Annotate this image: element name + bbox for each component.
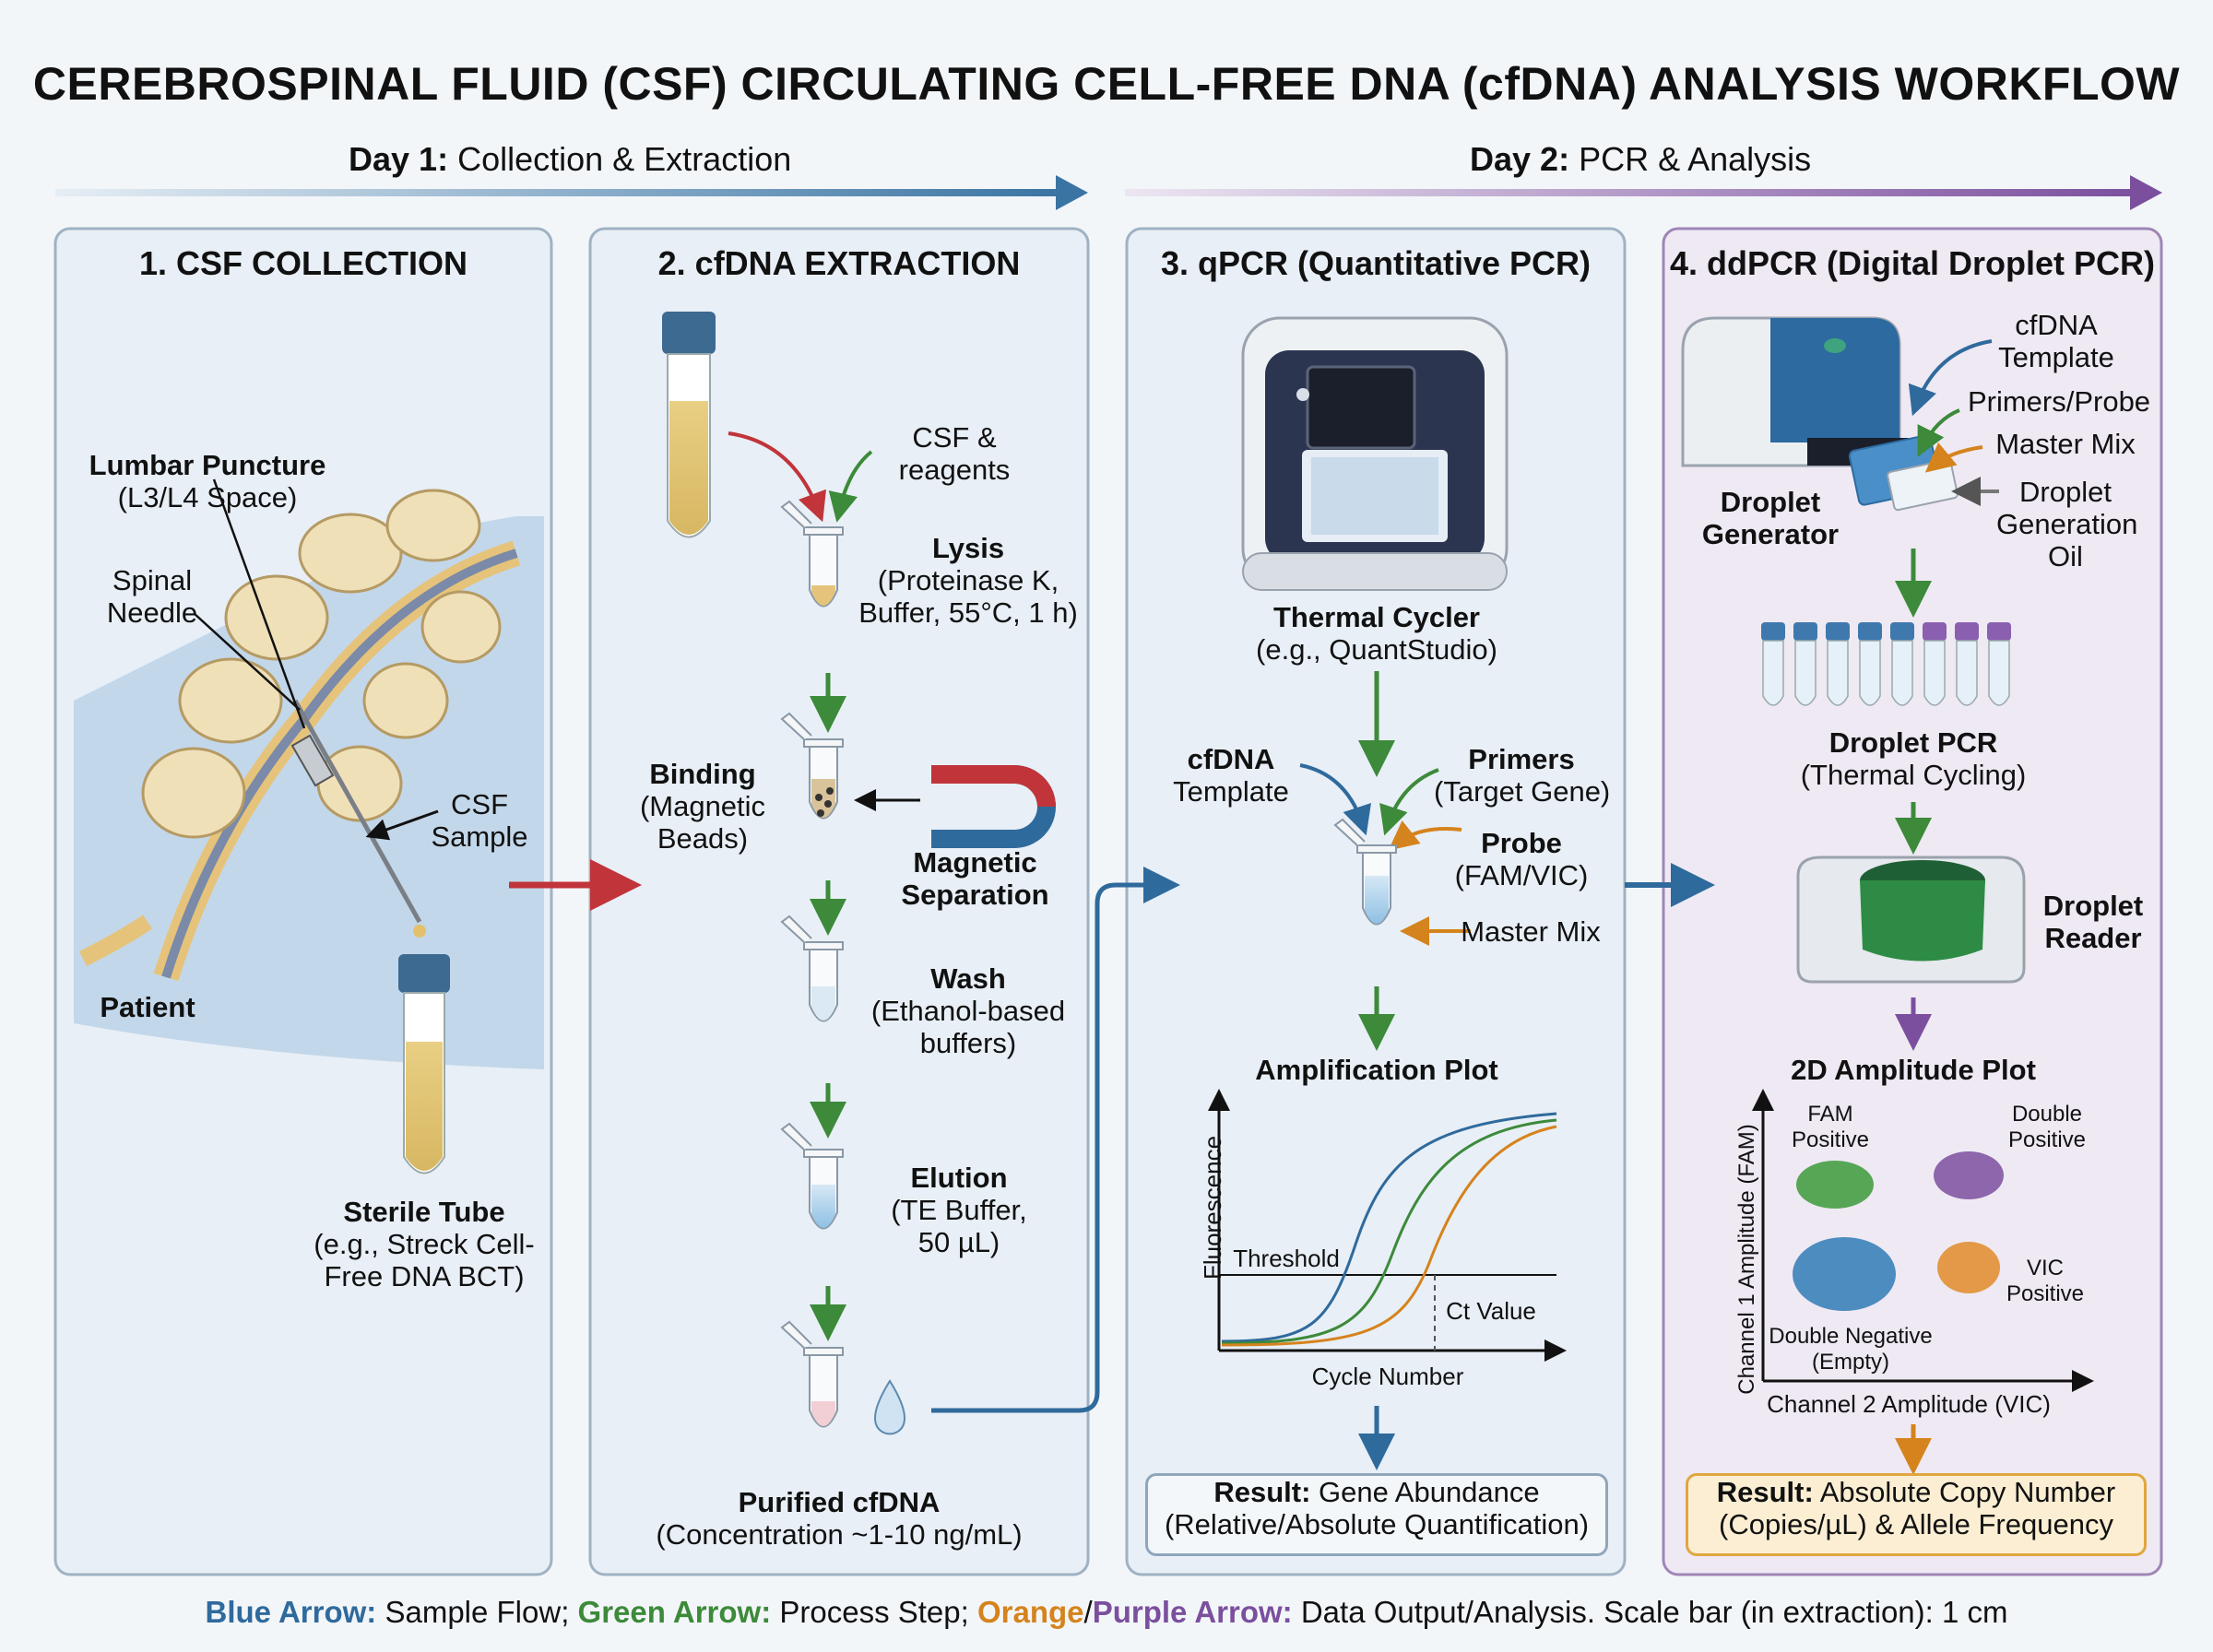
legend-footer: Blue Arrow: Sample Flow; Green Arrow: Pr… bbox=[205, 1595, 2008, 1629]
reagents-label: CSF &reagents bbox=[898, 421, 1011, 486]
spine-illustration bbox=[74, 489, 544, 1069]
amplitude-plot bbox=[1752, 1089, 2094, 1392]
channel1-axis-label: Channel 1 Amplitude (FAM) bbox=[1734, 1124, 1759, 1395]
day2-header: Day 2: PCR & Analysis bbox=[1470, 140, 1812, 178]
purified-cfdna-label: Purified cfDNA(Concentration ~1-10 ng/mL… bbox=[656, 1486, 1023, 1551]
panel-3-title: 3. qPCR (Quantitative PCR) bbox=[1160, 244, 1592, 282]
droplet-reader-icon bbox=[1796, 856, 2026, 984]
qpcr-result-box: Result: Gene Abundance(Relative/Absolute… bbox=[1145, 1473, 1608, 1556]
amplification-plot bbox=[1208, 1089, 1567, 1362]
panel-1-title: 1. CSF COLLECTION bbox=[138, 244, 467, 282]
ddpcr-result-box: Result: Absolute Copy Number(Copies/µL) … bbox=[1686, 1473, 2147, 1556]
spinal-needle-icon bbox=[290, 699, 426, 938]
elution-tube-icon bbox=[781, 1123, 844, 1230]
thermal-cycler-label: Thermal Cycler(e.g., QuantStudio) bbox=[1256, 601, 1497, 666]
droplet-icon bbox=[874, 1379, 905, 1435]
wash-tube-icon bbox=[781, 915, 844, 1022]
droplet-generator-icon bbox=[1681, 316, 1959, 512]
primers-probe-label: Primers/Probe bbox=[1967, 385, 2151, 418]
sterile-tube-icon bbox=[398, 954, 450, 1174]
primers-label: Primers(Target Gene) bbox=[1434, 743, 1611, 808]
double-negative-label: Double Negative(Empty) bbox=[1769, 1324, 1933, 1375]
lumbar-puncture-label: Lumbar Puncture(L3/L4 Space) bbox=[89, 449, 326, 513]
magnet-icon bbox=[931, 765, 1056, 848]
ct-value-label: Ct Value bbox=[1446, 1297, 1536, 1325]
probe-label: Probe(FAM/VIC) bbox=[1454, 827, 1589, 891]
qpcr-master-mix-label: Master Mix bbox=[1461, 915, 1601, 948]
droplet-pcr-label: Droplet PCR(Thermal Cycling) bbox=[1800, 726, 2027, 791]
amplification-plot-title: Amplification Plot bbox=[1255, 1054, 1498, 1086]
page-title: CEREBROSPINAL FLUID (CSF) CIRCULATING CE… bbox=[32, 58, 2181, 110]
day2-arrow bbox=[1125, 175, 2162, 210]
panel-2-title: 2. cfDNA EXTRACTION bbox=[657, 244, 1021, 282]
channel2-axis-label: Channel 2 Amplitude (VIC) bbox=[1767, 1390, 2051, 1418]
lysis-tube-icon bbox=[781, 501, 844, 608]
purified-tube-icon bbox=[781, 1321, 844, 1428]
binding-tube-icon bbox=[781, 713, 844, 820]
day1-header: Day 1: Collection & Extraction bbox=[349, 140, 792, 178]
cycle-number-axis-label: Cycle Number bbox=[1311, 1363, 1464, 1390]
threshold-label: Threshold bbox=[1233, 1245, 1340, 1272]
sterile-tube-label: Sterile Tube(e.g., Streck Cell-Free DNA … bbox=[314, 1196, 535, 1292]
panel-4-title: 4. ddPCR (Digital Droplet PCR) bbox=[1669, 244, 2155, 282]
csf-tube-icon bbox=[662, 312, 716, 538]
lysis-label: Lysis(Proteinase K,Buffer, 55°C, 1 h) bbox=[858, 532, 1078, 629]
patient-label: Patient bbox=[100, 991, 195, 1023]
ddpcr-master-mix-label: Master Mix bbox=[1995, 428, 2136, 460]
thermal-cycler-icon bbox=[1241, 316, 1509, 591]
amplitude-plot-title: 2D Amplitude Plot bbox=[1791, 1054, 2036, 1086]
day1-arrow bbox=[55, 175, 1088, 210]
qpcr-tube-icon bbox=[1334, 819, 1397, 926]
elution-label: Elution(TE Buffer,50 µL) bbox=[891, 1162, 1027, 1258]
fluorescence-axis-label: Fluorescence bbox=[1199, 1135, 1226, 1280]
pcr-strip-tubes-icon bbox=[1761, 622, 2011, 706]
